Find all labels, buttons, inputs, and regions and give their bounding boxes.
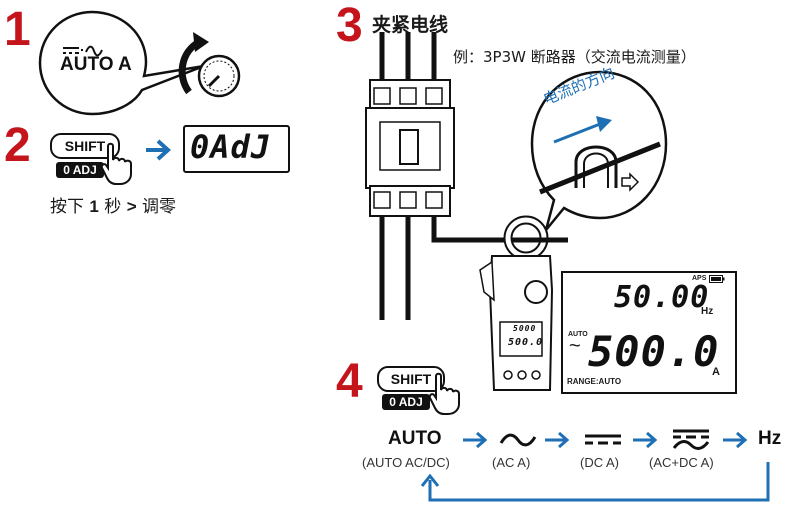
zoom-range-label: RANGE:AUTO (567, 377, 622, 386)
mode-acdc-sub: (AC+DC A) (649, 455, 714, 470)
shift-button-step-2[interactable]: SHIFT (50, 133, 120, 159)
zoom-top-value: 50.00 (614, 280, 710, 315)
mode-hz-label: Hz (758, 428, 782, 449)
mode-arrow-4 (723, 431, 748, 449)
meter-lcd-zoom (561, 271, 737, 394)
zoom-auto-label: AUTO (568, 331, 588, 338)
step-4-number: 4 (336, 355, 363, 408)
zoom-main-unit: A (712, 366, 720, 378)
mode-auto-sub: (AUTO AC/DC) (362, 455, 450, 470)
small-meter-top-value: 5000 (513, 324, 537, 333)
zoom-top-unit: Hz (701, 306, 714, 317)
zero-adj-label-step-4: 0 ADJ (382, 394, 430, 410)
finger-press-icon (100, 142, 132, 185)
mode-return-arrow (420, 462, 770, 502)
mode-arrow-2 (545, 431, 570, 449)
step-3-number: 3 (336, 0, 363, 52)
caption-zero-adjust: 调零 (142, 197, 177, 217)
mode-ac-sub: (AC A) (492, 455, 531, 470)
mode-dc-sub: (DC A) (580, 455, 619, 470)
zero-adj-label-step-2: 0 ADJ (56, 162, 104, 178)
small-meter-main-value: 500.0 (508, 337, 544, 348)
lcd-display-text: 0AdJ (190, 128, 272, 166)
battery-icon (709, 275, 725, 283)
aps-label: APS (692, 275, 707, 282)
acdc-icon (672, 429, 710, 450)
current-direction-bubble (530, 70, 668, 231)
zoom-main-value: 500.0 (588, 327, 720, 376)
caption-seconds-number: 1 (89, 197, 99, 216)
finger-press-icon-step-4 (428, 372, 460, 415)
wire-right (540, 237, 568, 243)
step-1-number: 1 (4, 3, 31, 56)
arrow-to-display (146, 139, 171, 161)
shift-button-step-4[interactable]: SHIFT (377, 366, 445, 392)
step-2-number: 2 (4, 119, 31, 172)
zoom-ac-tilde: ~ (569, 335, 581, 357)
caption-arrow: > (126, 197, 137, 216)
step-2-caption: 按下 1 秒 > 调零 (50, 192, 176, 217)
step-3-title: 夹紧电线 (372, 14, 449, 36)
ac-dc-mini-icon (63, 45, 103, 57)
caption-seconds: 秒 (104, 197, 122, 217)
rotary-knob-icon[interactable] (175, 30, 245, 110)
mode-arrow-3 (633, 431, 658, 449)
ac-icon (499, 433, 537, 447)
step-3-subtitle: 例：3P3W 断路器（交流电流测量） (453, 48, 696, 66)
caption-press: 按下 (50, 197, 84, 217)
step-1-bubble (38, 10, 205, 116)
mode-arrow-1 (463, 431, 488, 449)
mode-auto-label: AUTO (388, 428, 442, 449)
lcd-display-step-2 (183, 125, 290, 173)
step-1-mode-text: AUTO A (60, 54, 132, 75)
breaker-and-clamp-illustration (365, 32, 560, 391)
dc-icon (585, 434, 621, 445)
